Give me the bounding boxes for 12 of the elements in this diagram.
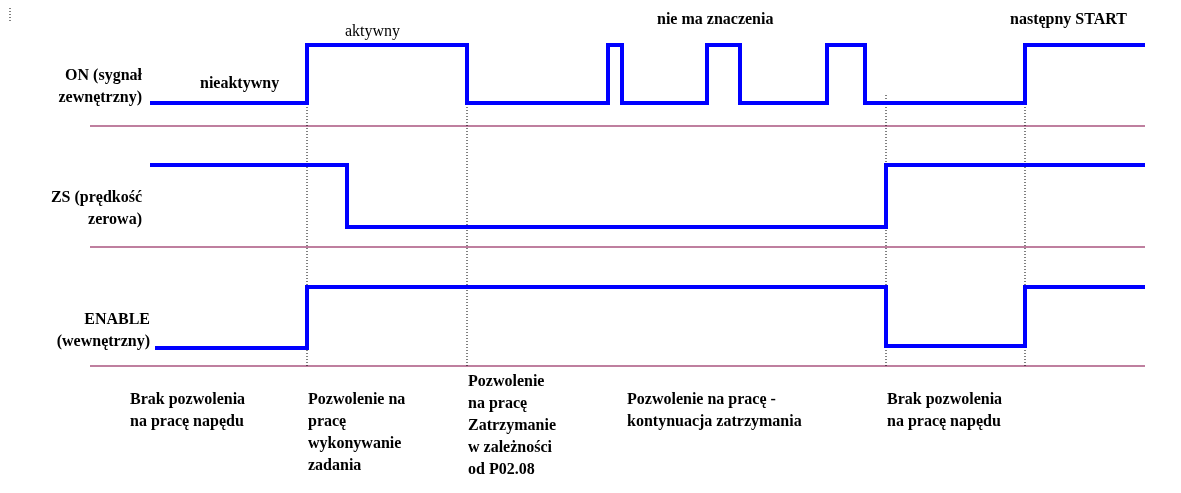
phase-description: Pozwolenie na pracę wykonywanie zadania <box>308 389 406 475</box>
phase-description: Pozwolenie na pracę Zatrzymanie w zależności od P02.08 <box>468 371 557 479</box>
state-label: nie ma znaczenia <box>657 9 775 29</box>
phase-description: Brak pozwolenia na pracę napędu <box>887 389 1004 432</box>
signal-name: ENABLE (wewnętrzny) <box>55 309 150 352</box>
event-label: następny START <box>1010 9 1128 30</box>
state-label: aktywny <box>345 21 402 42</box>
signal-name: ON (sygnał zewnętrzny) <box>57 65 142 108</box>
signal-name: ZS (prędkość zerowa) <box>49 187 142 230</box>
state-label: nieaktywny <box>200 73 281 94</box>
phase-description: Brak pozwolenia na pracę napędu <box>130 389 247 432</box>
phase-description: Pozwolenie na pracę - kontynuacja zatrzymania <box>627 389 803 432</box>
